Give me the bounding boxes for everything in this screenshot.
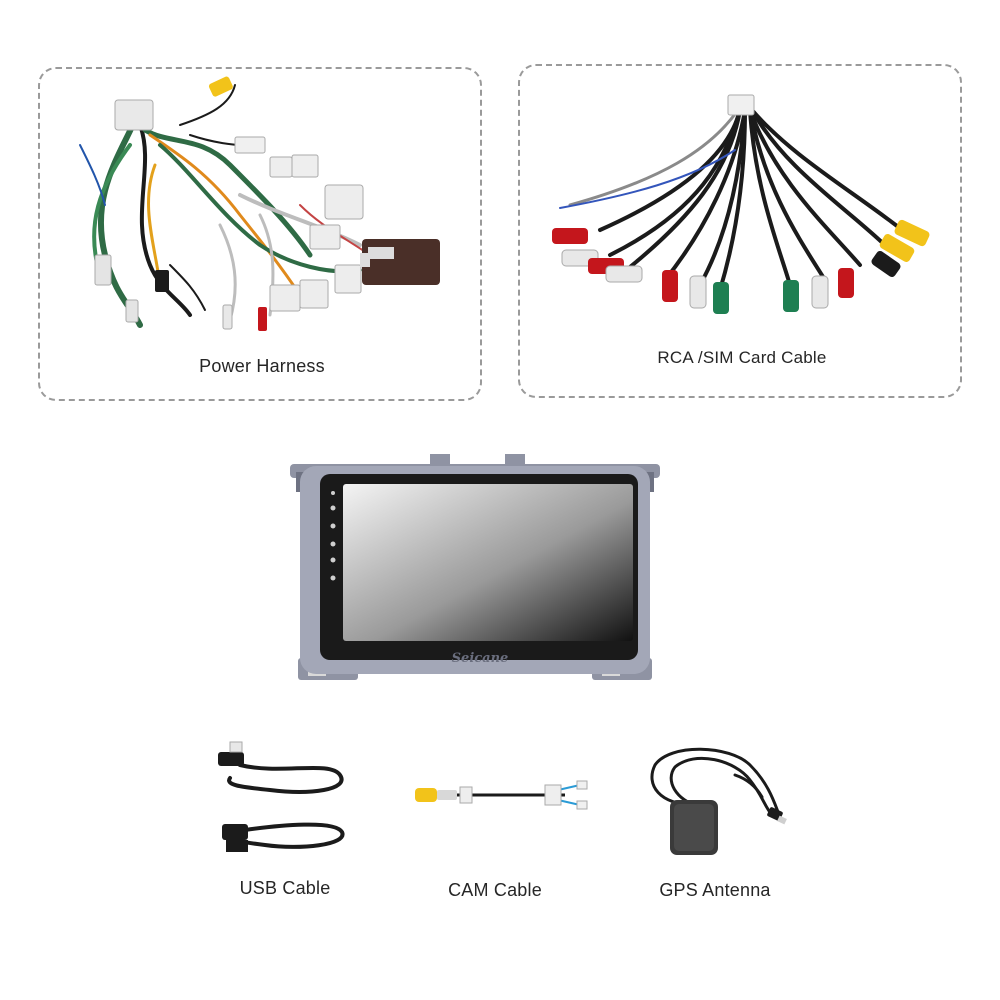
gps-antenna-image <box>650 747 787 855</box>
rca-sim-cable-image <box>552 94 930 314</box>
rca-sim-cable-label: RCA /SIM Card Cable <box>657 348 827 367</box>
power-harness-image <box>79 76 440 331</box>
usb-cable-label: USB Cable <box>239 878 331 898</box>
usb-cable-image <box>218 741 345 852</box>
head-unit-brand: Seicane <box>451 651 509 666</box>
head-unit-image <box>290 454 660 680</box>
power-harness-label: Power Harness <box>199 356 325 376</box>
cam-cable-image <box>415 780 588 810</box>
cam-cable-label: CAM Cable <box>448 880 542 900</box>
power-harness-panel: Power Harness <box>38 67 482 401</box>
rca-sim-cable-panel: RCA /SIM Card Cable <box>518 64 962 398</box>
gps-antenna-label: GPS Antenna <box>659 880 771 900</box>
